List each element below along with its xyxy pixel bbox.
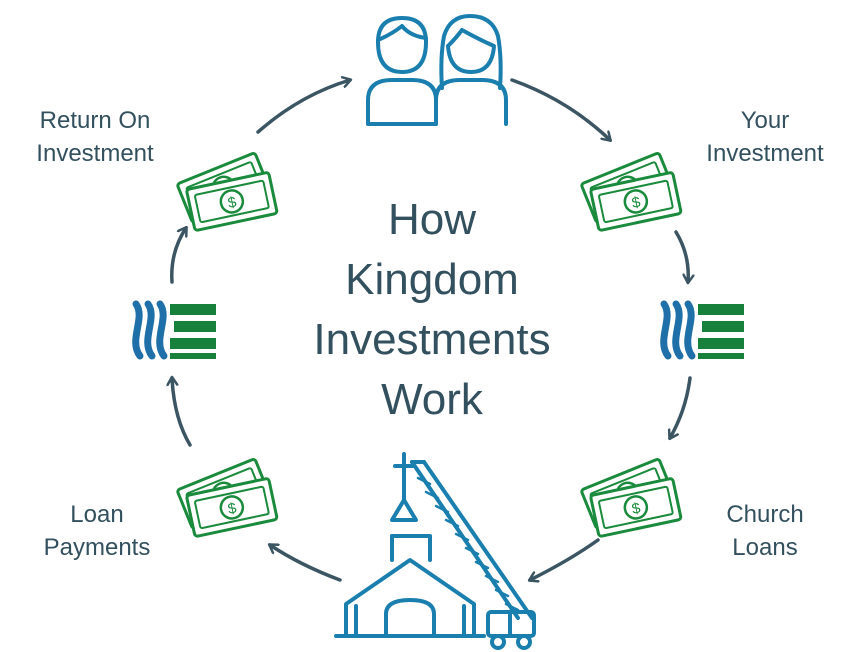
label-return-on-investment: Return On Investment — [20, 104, 170, 170]
arrow-money-to-logo-right — [674, 230, 688, 282]
arrow-logo-right-to-church-loans — [670, 376, 692, 438]
label-loan-payments: Loan Payments — [30, 498, 164, 564]
label-line: Loan — [70, 501, 124, 528]
money-bills-icon-bottom-left — [175, 457, 279, 539]
arrow-church-loans-to-church — [530, 538, 600, 580]
title-line: How — [387, 195, 477, 244]
label-line: Payments — [43, 534, 151, 561]
title-line: Kingdom — [345, 255, 519, 304]
people-icon — [366, 14, 508, 126]
label-line: Church — [726, 501, 804, 528]
label-line: Loans — [732, 534, 798, 561]
arrow-people-to-your-investment — [510, 78, 610, 140]
label-line: Your — [740, 107, 790, 134]
label-your-investment: Your Investment — [690, 104, 840, 170]
label-line: Investment — [706, 140, 824, 167]
arrow-church-to-loan-payments — [270, 545, 342, 582]
money-bills-icon-bottom-right — [579, 457, 683, 539]
arrow-return-to-people — [256, 80, 350, 134]
kingdom-logo-icon-right — [664, 304, 744, 359]
arrow-logo-left-to-return — [170, 228, 186, 284]
title-line: Investments — [313, 315, 551, 364]
arrow-loan-payments-to-logo-left — [172, 378, 192, 447]
church-under-construction-icon — [334, 452, 536, 650]
label-line: Investment — [36, 140, 154, 167]
kingdom-logo-icon-left — [136, 304, 216, 359]
label-church-loans: Church Loans — [700, 498, 830, 564]
title-line: Work — [381, 375, 483, 424]
center-title: How Kingdom Investments Work — [262, 190, 602, 430]
label-line: Return On — [39, 107, 151, 134]
